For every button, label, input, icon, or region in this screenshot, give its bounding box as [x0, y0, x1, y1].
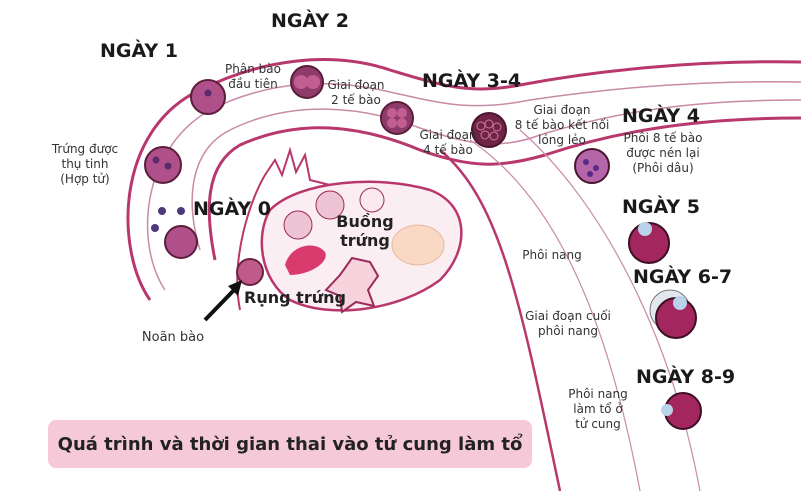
- follicle-cell: [359, 187, 385, 213]
- ovary-label: Buồng trứng: [336, 212, 394, 250]
- day-1-label: NGÀY 1: [100, 40, 178, 62]
- tube-lower-inner: [191, 99, 801, 251]
- ovulation-label: Rụng trứng: [244, 288, 346, 307]
- day-2-label: NGÀY 2: [271, 10, 349, 32]
- day-4-label: NGÀY 4: [622, 105, 700, 127]
- follicle-cell: [283, 210, 313, 240]
- morula-label: Phôi 8 tế bào được nén lại (Phôi dâu): [623, 131, 703, 175]
- corpus-luteum: [324, 256, 380, 314]
- ruptured-follicle: [285, 245, 326, 275]
- implantation-label: Phôi nang làm tổ ở tử cung: [568, 387, 628, 431]
- uterus-inner-left: [469, 139, 641, 491]
- first-division-label: Phân bào đầu tiên: [225, 62, 281, 91]
- two-cell-label: Giai đoạn 2 tế bào: [327, 78, 385, 107]
- egg-fertilization: [164, 225, 198, 259]
- blastocyst-label: Phôi nang: [522, 248, 582, 262]
- blastocyst-day5: [628, 222, 670, 264]
- tube-lower-wall: [207, 116, 801, 261]
- four-cell-label: Giai đoạn 4 tế bào: [419, 128, 477, 157]
- day1-cell: [190, 79, 226, 115]
- fertilized-egg-label: Trứng được thụ tinh (Hợp tử): [51, 142, 119, 186]
- sperm-cells: [151, 207, 185, 232]
- caption-text: Quá trình và thời gian thai vào tử cung …: [57, 433, 523, 455]
- uterus-wall-left: [439, 149, 562, 491]
- eight-cell-label: Giai đoạn 8 tế bào kết nối lỏng lẻo: [514, 103, 610, 147]
- day-0-label: NGÀY 0: [193, 198, 271, 220]
- day-5-label: NGÀY 5: [622, 196, 700, 218]
- follicle-cell: [236, 258, 264, 286]
- follicle-label: Noãn bào: [141, 330, 205, 345]
- day-6-7-label: NGÀY 6-7: [633, 266, 733, 288]
- late-blastocyst-label: Giai đoạn cuối phôi nang: [525, 309, 611, 338]
- zygote-cell: [144, 146, 182, 184]
- morula: [574, 148, 610, 184]
- follicle-cell: [315, 190, 345, 220]
- day-8-9-label: NGÀY 8-9: [636, 366, 736, 388]
- ovary-outline: [260, 180, 463, 312]
- day-3-4-label: NGÀY 3-4: [422, 70, 522, 92]
- tube-outer-wall: [126, 58, 801, 301]
- caption-box: Quá trình và thời gian thai vào tử cung …: [48, 420, 532, 468]
- eight-cell-embryo: [471, 112, 507, 148]
- follicle-arrowhead: [228, 280, 242, 296]
- ovary-blob: [391, 224, 445, 266]
- four-cell-embryo: [380, 101, 414, 135]
- follicle-arrow: [203, 286, 238, 322]
